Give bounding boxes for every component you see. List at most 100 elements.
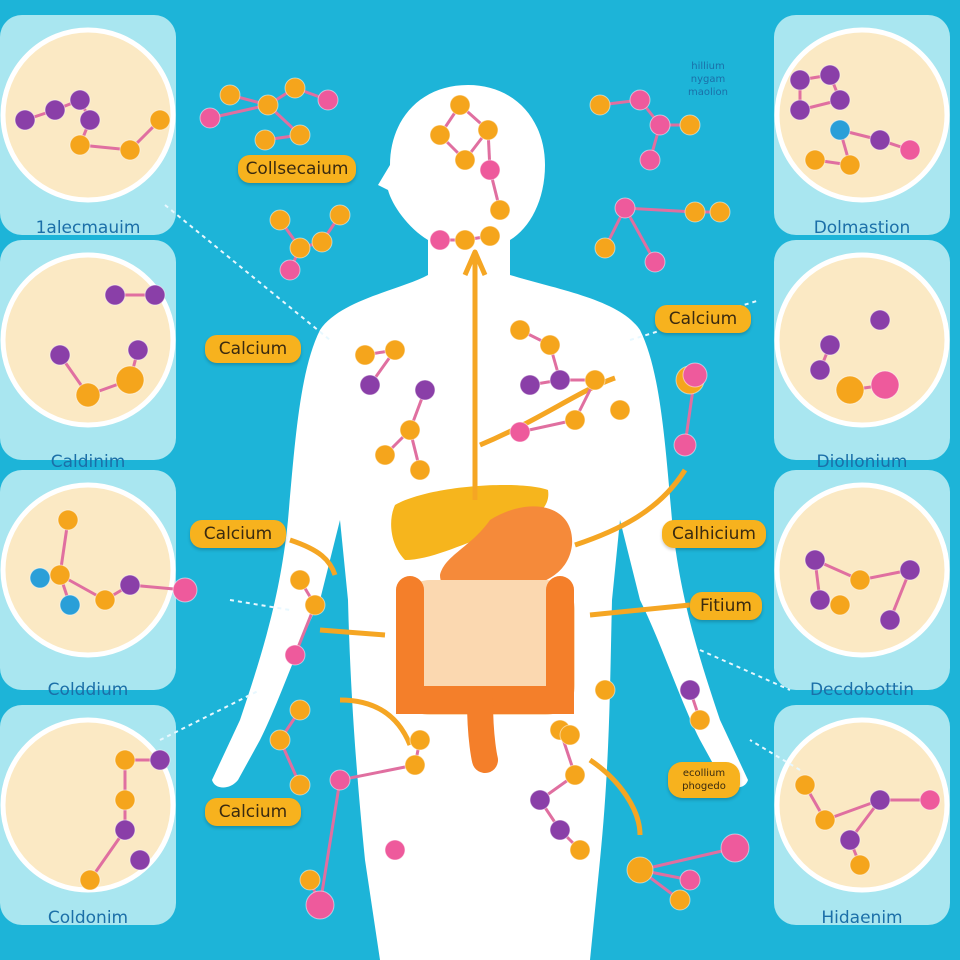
atom: [682, 362, 708, 388]
bond: [624, 206, 696, 214]
tag-calhicium: Calhicium: [662, 520, 766, 548]
atom: [69, 134, 91, 156]
molecule: [804, 549, 921, 631]
atom: [549, 369, 571, 391]
atom: [509, 319, 531, 341]
atom: [679, 114, 701, 136]
atom: [299, 869, 321, 891]
atom: [829, 89, 851, 111]
atom: [454, 229, 476, 251]
atom: [257, 94, 279, 116]
panel-left-2: [0, 240, 176, 460]
panel-right-1: [774, 15, 950, 235]
atom: [879, 609, 901, 631]
atom: [404, 754, 426, 776]
molecule: [559, 679, 711, 746]
atom: [454, 149, 476, 171]
atom: [594, 679, 616, 701]
atom: [869, 789, 891, 811]
bond: [339, 763, 416, 782]
bond: [318, 779, 342, 906]
atom: [509, 421, 531, 443]
atom: [639, 149, 661, 171]
atom: [399, 419, 421, 441]
molecule: [529, 719, 750, 911]
molecule: [79, 749, 171, 891]
atom: [804, 549, 826, 571]
atom: [814, 809, 836, 831]
atom: [539, 334, 561, 356]
atom: [789, 69, 811, 91]
molecule: [609, 362, 708, 457]
atom: [679, 679, 701, 701]
atom: [354, 344, 376, 366]
panel-right-4: [774, 705, 950, 925]
atom: [689, 709, 711, 731]
molecule: [49, 284, 166, 408]
atom: [311, 231, 333, 253]
atom: [119, 574, 141, 596]
tag-calcium-right-1: Calcium: [655, 305, 751, 333]
atom: [626, 856, 654, 884]
atom: [289, 569, 311, 591]
atom: [564, 764, 586, 786]
atom: [589, 94, 611, 116]
atom: [149, 749, 171, 771]
atom: [479, 159, 501, 181]
tag-small-line1: ecollium: [682, 768, 726, 779]
molecule: [809, 309, 900, 405]
atom: [114, 749, 136, 771]
atom: [317, 89, 339, 111]
molecule: [199, 77, 339, 151]
atom: [289, 237, 311, 259]
tag-fitium: Fitium: [690, 592, 762, 620]
panel-left-3: [0, 470, 176, 690]
atom: [809, 589, 831, 611]
atom: [429, 229, 451, 251]
atom: [114, 789, 136, 811]
atom: [104, 284, 126, 306]
atom: [119, 139, 141, 161]
molecule: [29, 509, 198, 616]
atom: [829, 594, 851, 616]
atom: [414, 379, 436, 401]
molecule-zoom-circle: [774, 252, 950, 428]
atom: [374, 444, 396, 466]
panel-label-right-4: Hidaenim: [821, 908, 903, 928]
panel-label-left-4: Coldonim: [47, 908, 129, 928]
atom: [114, 819, 136, 841]
atom: [709, 201, 731, 223]
atom: [129, 849, 151, 871]
atom: [284, 644, 306, 666]
atom: [849, 569, 871, 591]
atom: [529, 789, 551, 811]
panel-label-left-2: Caldinim: [50, 452, 126, 472]
atom: [794, 774, 816, 796]
atom: [57, 509, 79, 531]
panel-label-left-3: Colddium: [47, 680, 129, 700]
atom: [829, 119, 851, 141]
atom: [49, 344, 71, 366]
atom: [254, 129, 276, 151]
panel-label-left-1: 1alecmauim: [35, 218, 141, 238]
atom: [614, 197, 636, 219]
atom: [127, 339, 149, 361]
atom: [409, 729, 431, 751]
molecule: [429, 94, 511, 251]
atom: [673, 433, 697, 457]
tag-small-right: ecollium phogedo: [668, 762, 740, 798]
atom: [14, 109, 36, 131]
atom: [477, 119, 499, 141]
atom: [409, 459, 431, 481]
atom: [564, 409, 586, 431]
atom: [839, 154, 861, 176]
molecule: [299, 729, 431, 920]
atom: [94, 589, 116, 611]
intestines: [396, 576, 575, 773]
liver: [391, 485, 549, 560]
panel-label-right-1: Dolmastion: [813, 218, 911, 238]
atom: [384, 839, 406, 861]
atom: [359, 374, 381, 396]
atom: [819, 64, 841, 86]
atom: [269, 209, 291, 231]
